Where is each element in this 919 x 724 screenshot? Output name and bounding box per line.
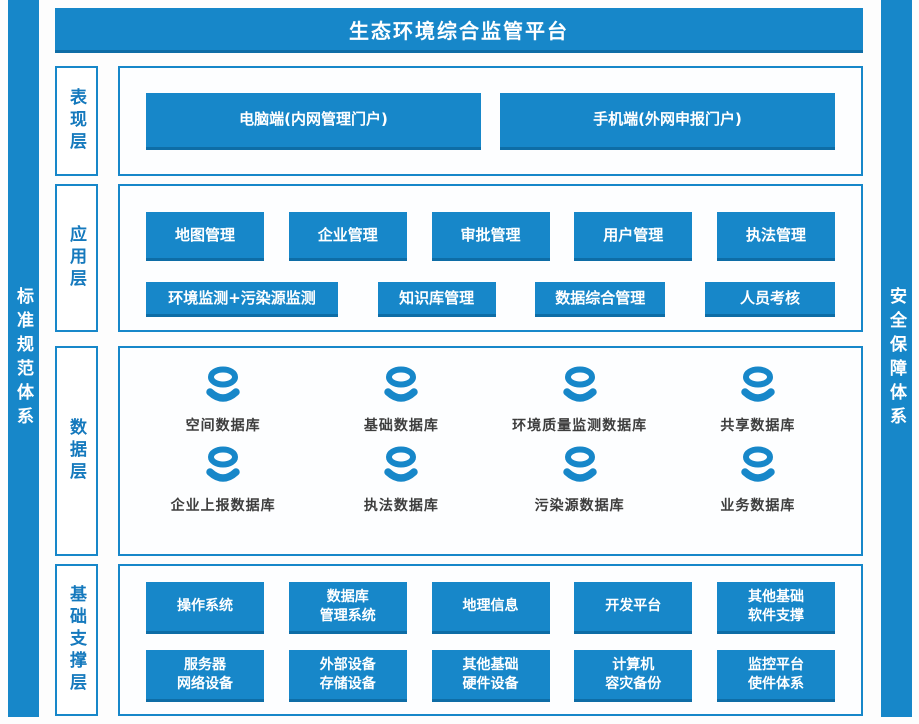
module-data-comprehensive-management: 数据综合管理 (535, 282, 666, 317)
module-geographic-information: 地理信息 (431, 582, 550, 634)
security-framework-bar: 安全保障体系 (881, 0, 912, 717)
database-env-quality-monitoring: 环境质量监测数据库 (491, 365, 669, 435)
module-development-platform: 开发平台 (574, 582, 693, 634)
database-spatial: 空间数据库 (134, 365, 312, 435)
data-layer-panel: 空间数据库 基础数据库 环境质量监测数据库 (118, 346, 863, 556)
module-computer-disaster-recovery: 计算机 容灾备份 (574, 650, 693, 702)
module-other-basic-software: 其他基础 软件支撑 (717, 582, 835, 634)
database-label: 基础数据库 (363, 418, 439, 434)
module-map-management: 地图管理 (146, 212, 264, 261)
portal-pc: 电脑端(内网管理门户) (146, 92, 481, 150)
module-personnel-assessment: 人员考核 (704, 282, 835, 317)
presentation-layer-label-box: 表现层 (55, 66, 98, 176)
presentation-layer-label: 表现层 (66, 88, 86, 154)
module-approval-management: 审批管理 (431, 212, 550, 261)
database-enforcement: 执法数据库 (312, 445, 490, 515)
database-label: 共享数据库 (720, 418, 796, 434)
platform-header: 生态环境综合监管平台 (55, 8, 863, 53)
presentation-layer-panel: 电脑端(内网管理门户) 手机端(外网申报门户) (118, 66, 863, 176)
module-database-management-system: 数据库 管理系统 (288, 582, 407, 634)
database-enterprise-report: 企业上报数据库 (134, 445, 312, 515)
data-layer-label: 数据层 (66, 418, 86, 484)
application-row-1: 地图管理 企业管理 审批管理 用户管理 执法管理 (146, 212, 835, 261)
platform-title: 生态环境综合监管平台 (349, 18, 569, 43)
module-enforcement-management: 执法管理 (717, 212, 835, 261)
database-label: 企业上报数据库 (170, 498, 276, 514)
module-user-management: 用户管理 (574, 212, 693, 261)
application-layer-label: 应用层 (66, 225, 86, 291)
module-monitoring-platform-system: 监控平台 使件体系 (717, 650, 835, 702)
application-layer-panel: 地图管理 企业管理 审批管理 用户管理 执法管理 环境监测+污染源监测 知识库管… (118, 184, 863, 332)
database-label: 业务数据库 (720, 498, 796, 514)
foundation-layer-section: 基础支撑层 操作系统 数据库 管理系统 地理信息 开发平台 其他基础 软件支撑 … (55, 564, 863, 716)
security-framework-label: 安全保障体系 (886, 286, 906, 431)
database-shared: 共享数据库 (669, 365, 847, 435)
standards-framework-label: 标准规范体系 (13, 286, 33, 431)
module-env-pollution-monitoring: 环境监测+污染源监测 (146, 282, 338, 317)
portal-mobile: 手机端(外网申报门户) (500, 92, 835, 150)
database-row-1: 空间数据库 基础数据库 环境质量监测数据库 (134, 365, 847, 435)
database-label: 执法数据库 (363, 498, 439, 514)
database-icon (384, 446, 419, 482)
application-layer-label-box: 应用层 (55, 184, 98, 332)
database-icon (741, 446, 775, 482)
database-business: 业务数据库 (669, 445, 847, 515)
database-icon (384, 366, 419, 402)
database-icon (741, 366, 775, 402)
presentation-layer-section: 表现层 电脑端(内网管理门户) 手机端(外网申报门户) (55, 66, 863, 176)
standards-framework-bar: 标准规范体系 (8, 0, 39, 717)
database-icon (206, 366, 240, 402)
data-layer-section: 数据层 空间数据库 基础数据库 (55, 346, 863, 556)
foundation-row-2: 服务器 网络设备 外部设备 存储设备 其他基础 硬件设备 计算机 容灾备份 监控… (146, 650, 835, 702)
database-icon (206, 446, 240, 482)
module-external-storage-equipment: 外部设备 存储设备 (288, 650, 407, 702)
database-pollution-source: 污染源数据库 (491, 445, 669, 515)
data-layer-label-box: 数据层 (55, 346, 98, 556)
database-label: 环境质量监测数据库 (512, 418, 648, 434)
foundation-layer-panel: 操作系统 数据库 管理系统 地理信息 开发平台 其他基础 软件支撑 服务器 网络… (118, 564, 863, 716)
foundation-row-1: 操作系统 数据库 管理系统 地理信息 开发平台 其他基础 软件支撑 (146, 582, 835, 634)
database-row-2: 企业上报数据库 执法数据库 污染源数据库 (134, 445, 847, 515)
database-icon (562, 366, 597, 402)
database-label: 污染源数据库 (534, 498, 625, 514)
foundation-layer-label-box: 基础支撑层 (55, 564, 98, 716)
application-row-2: 环境监测+污染源监测 知识库管理 数据综合管理 人员考核 (146, 282, 835, 317)
module-operating-system: 操作系统 (146, 582, 264, 634)
module-other-basic-hardware: 其他基础 硬件设备 (431, 650, 550, 702)
module-server-network-equipment: 服务器 网络设备 (146, 650, 264, 702)
module-enterprise-management: 企业管理 (288, 212, 407, 261)
database-basic: 基础数据库 (312, 365, 490, 435)
module-knowledge-base-management: 知识库管理 (377, 282, 496, 317)
database-label: 空间数据库 (185, 418, 261, 434)
application-layer-section: 应用层 地图管理 企业管理 审批管理 用户管理 执法管理 环境监测+污染源监测 … (55, 184, 863, 332)
foundation-layer-label: 基础支撑层 (66, 585, 86, 695)
database-icon (562, 446, 597, 482)
